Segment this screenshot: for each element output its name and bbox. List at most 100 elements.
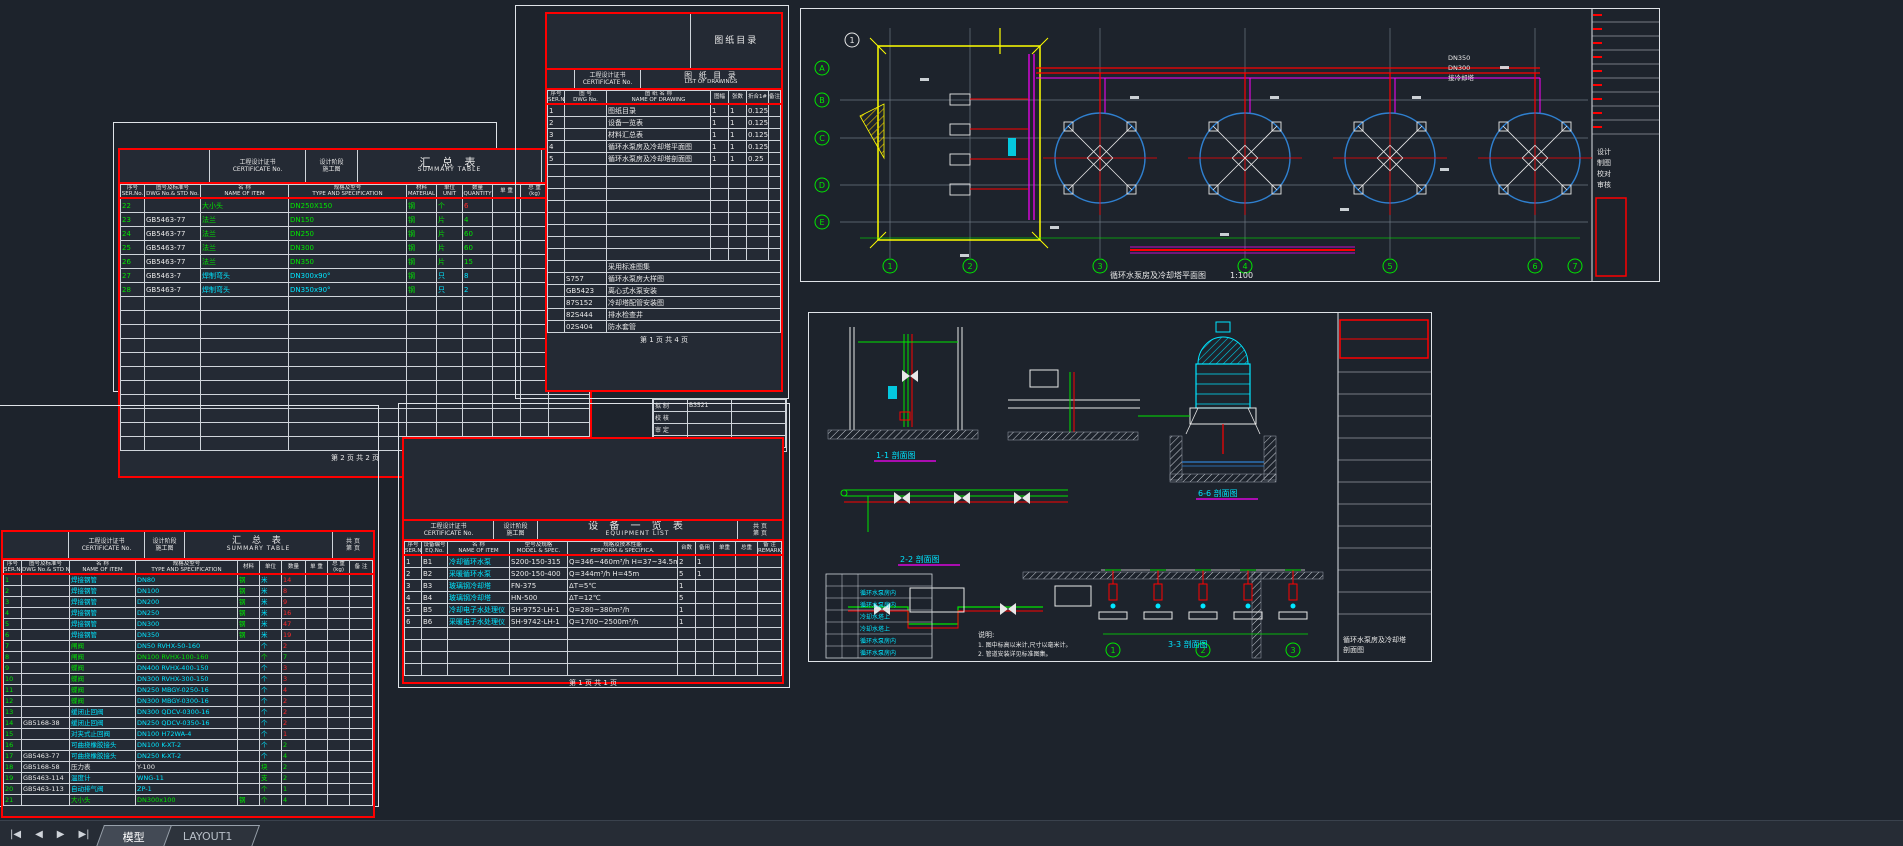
section-1-1: 1-1 剖面图 (827, 327, 979, 462)
table-row (120, 408, 590, 423)
last-layout-button[interactable]: ▶| (78, 828, 90, 840)
svg-text:循环水泵房内: 循环水泵房内 (860, 589, 896, 597)
svg-text:制图: 制图 (1597, 158, 1611, 167)
table-row (547, 200, 781, 213)
svg-text:6-6 剖面图: 6-6 剖面图 (1198, 488, 1238, 498)
table-row (120, 394, 590, 409)
svg-text:DN350: DN350 (1448, 54, 1470, 62)
svg-text:审核: 审核 (1597, 180, 1611, 189)
sheet-b-corner-title: 图纸目录 (714, 35, 759, 46)
tab-model[interactable]: 模型 (95, 825, 172, 846)
svg-text:循环水泵房内: 循环水泵房内 (860, 649, 896, 657)
svg-text:1: 1 (1110, 646, 1115, 655)
svg-text:2: 2 (1200, 646, 1205, 655)
svg-text:7: 7 (1572, 262, 1577, 271)
cooling-towers (1043, 101, 1592, 215)
table-row (547, 212, 781, 225)
trench-channel (1007, 369, 1140, 441)
cooling-water-mains (1036, 67, 1541, 254)
svg-text:DN300: DN300 (1448, 64, 1470, 72)
sheet-b-page-footer: 第 1 页 共 4 页 (639, 336, 689, 344)
svg-text:1. 图中标高以米计,尺寸以毫米计。: 1. 图中标高以米计,尺寸以毫米计。 (978, 641, 1072, 649)
table-row (404, 663, 782, 676)
svg-text:D: D (819, 181, 825, 190)
svg-text:校对: 校对 (1597, 169, 1611, 178)
table-row (547, 176, 781, 189)
cert-label: 工程设计证书 (239, 159, 276, 166)
svg-text:2: 2 (967, 262, 972, 271)
svg-text:循环水泵房内: 循环水泵房内 (860, 637, 896, 645)
first-layout-button[interactable]: |◀ (10, 828, 22, 840)
pump-row: 1 2 3 3-3 剖面图 (1098, 569, 1308, 658)
table-row (547, 164, 781, 177)
svg-text:3: 3 (1290, 646, 1295, 655)
prev-layout-button[interactable]: ◀ (35, 828, 43, 840)
table-row: 采用标准图集 (547, 260, 781, 273)
sheet-e-paper-frame (398, 403, 790, 688)
pipe-gallery: 2-2 剖面图 (840, 489, 1068, 566)
title-block-box (1595, 197, 1627, 277)
svg-text:B: B (819, 96, 825, 105)
svg-text:A: A (819, 64, 825, 73)
table-row (547, 236, 781, 249)
svg-text:冷却水塔上: 冷却水塔上 (860, 613, 890, 621)
title-strip: 设计 制图 校对 审核 (1592, 14, 1660, 277)
cooling-tower-elevation: 6-6 剖面图 (1138, 321, 1277, 500)
axis-bubbles: 1 2 3 4 5 6 7 A B C D E 1 (814, 32, 1583, 274)
svg-text:循环水泵房内: 循环水泵房内 (860, 601, 896, 609)
tab-layout1[interactable]: LAYOUT1 (155, 825, 260, 846)
dimensions (860, 66, 1580, 257)
table-row: 审 定 (653, 423, 786, 436)
table-row (404, 627, 782, 640)
svg-text:接冷却塔: 接冷却塔 (1448, 73, 1475, 82)
svg-text:4: 4 (1242, 262, 1247, 271)
next-layout-button[interactable]: ▶ (56, 828, 65, 840)
pipe-callouts: DN350 DN300 接冷却塔 (1448, 54, 1475, 82)
section-drawing-sheet[interactable]: 循环水泵房及冷却塔 剖面图 1-1 剖面图 (808, 312, 1432, 662)
plan-title: 循环水泵房及冷却塔平面图 (1110, 270, 1206, 280)
column-grid (840, 28, 1588, 258)
plan-drawing-sheet[interactable]: 设计 制图 校对 审核 (800, 8, 1660, 282)
pump-symbols (949, 93, 971, 196)
